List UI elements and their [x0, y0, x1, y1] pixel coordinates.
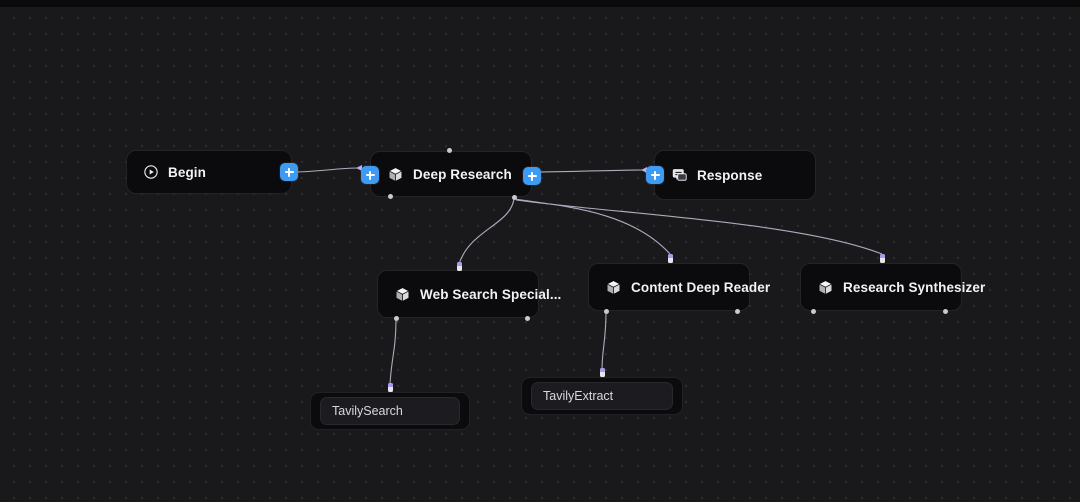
node-web-search-specialist[interactable]: Web Search Special... [377, 270, 561, 318]
edge-deep-research-to-synthesizer [515, 199, 883, 255]
synthesizer-bottom-left-handle[interactable] [811, 309, 816, 314]
web-search-bottom-left-handle[interactable] [394, 316, 399, 321]
node-web-search-specialist-label: Web Search Special... [420, 286, 562, 302]
content-reader-bottom-left-handle[interactable] [604, 309, 609, 314]
cube-icon [817, 279, 834, 296]
web-search-bottom-right-handle[interactable] [525, 316, 530, 321]
deep-research-target-add-handle[interactable] [361, 166, 379, 184]
cube-icon [605, 279, 622, 296]
edge-deep-research-to-response [533, 169, 645, 173]
response-target-add-handle[interactable] [646, 166, 664, 184]
top-band [0, 0, 1080, 7]
synthesizer-bottom-right-handle[interactable] [943, 309, 948, 314]
deep-research-bottom-left-handle[interactable] [388, 194, 393, 199]
node-deep-research-label: Deep Research [413, 166, 512, 182]
begin-source-add-handle[interactable] [280, 163, 298, 181]
tavily-extract-label: TavilyExtract [531, 382, 673, 410]
node-begin-label: Begin [168, 164, 207, 180]
node-begin[interactable]: Begin [126, 150, 292, 194]
cube-icon [387, 166, 404, 183]
content-reader-target-handle[interactable] [668, 254, 673, 263]
deep-research-source-add-handle[interactable] [523, 167, 541, 185]
content-reader-bottom-right-handle[interactable] [735, 309, 740, 314]
node-deep-research[interactable]: Deep Research [370, 151, 532, 197]
node-tavily-extract[interactable]: TavilyExtract [521, 377, 683, 415]
tavily-extract-target-handle[interactable] [600, 368, 605, 377]
node-content-deep-reader-label: Content Deep Reader [631, 279, 771, 295]
play-circle-icon [143, 164, 159, 180]
edge-deep-research-to-web-search [458, 198, 515, 265]
edge-begin-to-deep-research [291, 167, 360, 173]
chat-bubble-icon [671, 167, 688, 184]
synthesizer-target-handle[interactable] [880, 254, 885, 263]
web-search-target-handle[interactable] [457, 262, 462, 271]
node-response[interactable]: Response [654, 150, 816, 200]
deep-research-top-handle[interactable] [447, 148, 452, 153]
node-tavily-search[interactable]: TavilySearch [310, 392, 470, 430]
node-response-label: Response [697, 167, 763, 183]
node-research-synthesizer-label: Research Synthesizer [843, 279, 986, 295]
edge-deep-research-to-content-reader [514, 198, 671, 255]
deep-research-bottom-right-handle[interactable] [512, 195, 517, 200]
edge-content-reader-to-tavily-extract [601, 311, 607, 371]
node-research-synthesizer[interactable]: Research Synthesizer [800, 263, 985, 311]
tavily-search-target-handle[interactable] [388, 383, 393, 392]
edge-web-search-to-tavily-search [389, 318, 397, 386]
tavily-search-label: TavilySearch [320, 397, 460, 425]
node-content-deep-reader[interactable]: Content Deep Reader [588, 263, 770, 311]
cube-icon [394, 286, 411, 303]
